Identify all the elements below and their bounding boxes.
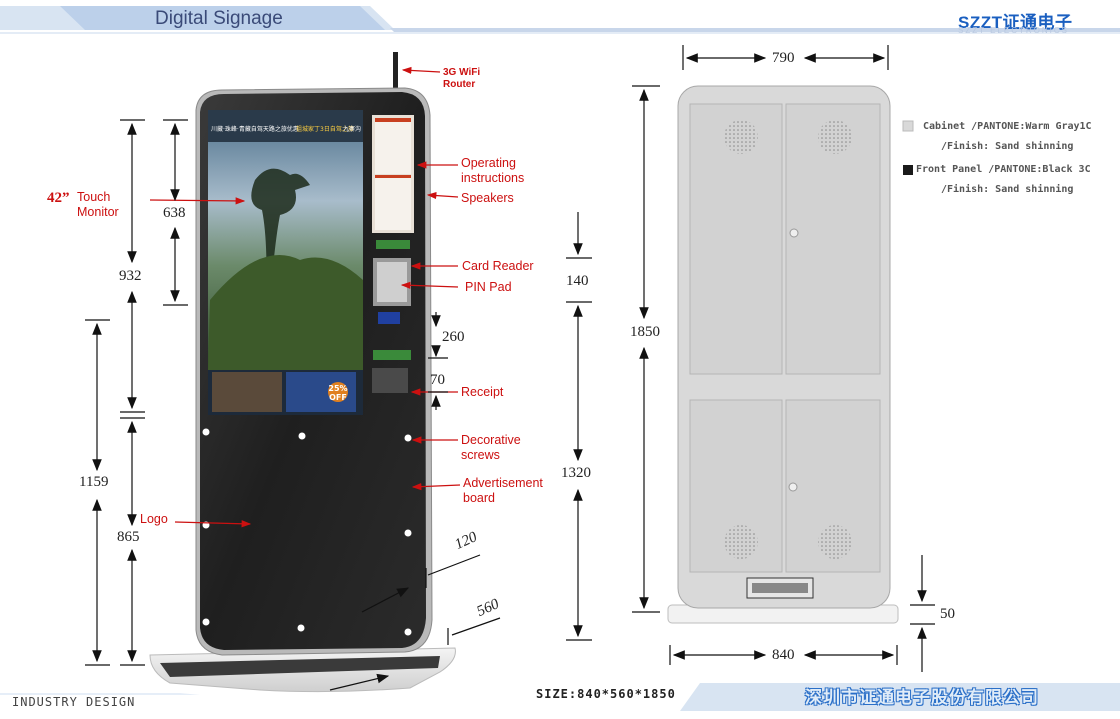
label-touch-monitor: Touch Monitor <box>77 190 119 219</box>
brand-subtitle: SZZT ELECTRONICS <box>958 26 1069 35</box>
label-touch-size: 42” <box>47 190 70 206</box>
header-band <box>0 6 1120 34</box>
label-pin-pad: PIN Pad <box>465 280 512 294</box>
screen-caption-3: 九寨沟 <box>343 126 362 133</box>
receipt-slot <box>372 368 408 393</box>
label-operating-instructions: Operating instructions <box>461 156 525 185</box>
footer-band <box>0 683 1120 711</box>
base-shadow <box>160 656 440 677</box>
label-receipt: Receipt <box>461 385 504 399</box>
brand-logo: SZZT证通电子 <box>958 13 1073 32</box>
label-wifi-router: 3G WiFi Router <box>443 67 481 90</box>
dim-865: 865 <box>117 529 140 545</box>
dim-790: 790 <box>772 50 795 66</box>
screen-caption-2: 祖城家丁3日自驾之旅 <box>296 126 354 133</box>
label-advertisement-board: Advertisement board <box>463 476 543 505</box>
dim-50: 50 <box>940 606 955 622</box>
spec-cabinet-line1: Cabinet /PANTONE:Warm Gray1C <box>923 121 1092 132</box>
spec-front-line2: /Finish: Sand shinning <box>941 184 1074 195</box>
footer-industry-design: INDUSTRY DESIGN <box>12 695 136 709</box>
ad-badge: 25% OFF <box>328 384 348 402</box>
footer-size: SIZE:840*560*1850 <box>536 687 676 701</box>
dim-932: 932 <box>119 268 142 284</box>
dim-638: 638 <box>163 205 186 221</box>
unionpay-logo <box>378 312 400 324</box>
front-panel-swatch <box>903 165 913 175</box>
dim-70: 70 <box>430 372 445 388</box>
page-title: Digital Signage <box>155 8 283 29</box>
dim-1159: 1159 <box>79 474 109 490</box>
dim-140: 140 <box>566 273 589 289</box>
label-speakers: Speakers <box>461 191 514 205</box>
cabinet-swatch <box>902 120 914 132</box>
screen-caption-1: 川藏·珠峰·青藏自驾天路之旅优惠 <box>211 126 299 133</box>
spec-cabinet-line2: /Finish: Sand shinning <box>941 141 1074 152</box>
dim-260: 260 <box>442 329 465 345</box>
label-logo: Logo <box>140 512 168 526</box>
antenna <box>393 52 398 96</box>
dim-1320: 1320 <box>561 465 591 481</box>
spec-front-line1: Front Panel /PANTONE:Black 3C <box>916 164 1091 175</box>
dim-840: 840 <box>772 647 795 663</box>
label-decorative-screws: Decorative screws <box>461 433 521 462</box>
card-slot-light <box>376 240 410 249</box>
footer-company: 深圳市证通电子股份有限公司 <box>805 688 1039 708</box>
dim-1850: 1850 <box>630 324 660 340</box>
label-card-reader: Card Reader <box>462 259 534 273</box>
